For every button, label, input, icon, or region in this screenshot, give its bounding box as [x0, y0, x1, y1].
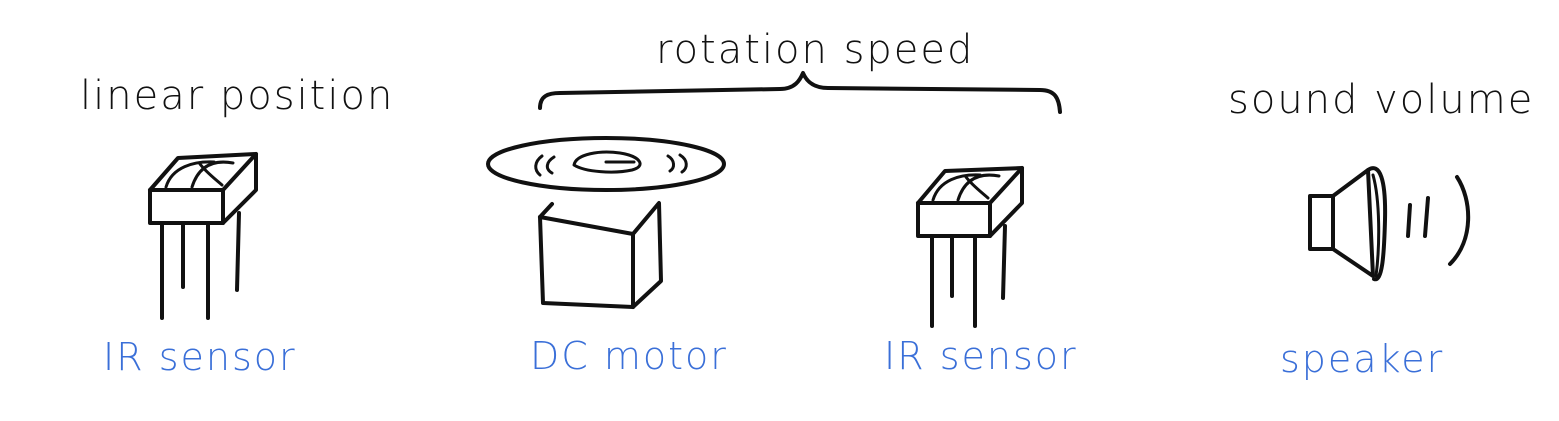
sound-volume-label: sound volume: [1228, 77, 1535, 123]
linear-position-label: linear position: [80, 73, 395, 119]
speaker-icon: [1308, 166, 1471, 282]
component-name-ir-sensor: IR sensor: [103, 335, 297, 379]
component-name-ir-sensor: IR sensor: [884, 334, 1078, 378]
component-name-dc-motor: DC motor: [530, 334, 728, 378]
rotation-speed-bracket: [538, 71, 1062, 114]
ir-sensor-icon: [916, 166, 1024, 328]
component-name-speaker: speaker: [1280, 337, 1445, 381]
dc-motor-icon: [486, 136, 726, 309]
rotation-speed-label: rotation speed: [656, 27, 975, 73]
ir-sensor-icon: [148, 152, 258, 320]
